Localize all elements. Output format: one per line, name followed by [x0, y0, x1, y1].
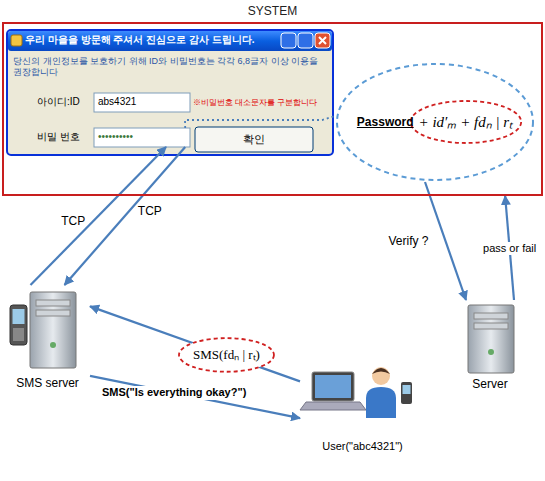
login-window: 우리 마을을 방문해 주셔서 진심으로 감사 드립니다. 당신의 개인정보를 보호… — [7, 30, 333, 155]
node-text: 당신의 개인정보를 보호하기 위해 ID와 비밀번호는 각각 6,8글자 이상 … — [13, 56, 327, 78]
illustration-part — [372, 368, 390, 374]
window-icon — [11, 35, 22, 46]
window-button — [298, 33, 313, 48]
dotted-link — [185, 116, 335, 128]
password-input: •••••••••• — [94, 128, 190, 147]
node-text: 확인 — [243, 133, 265, 146]
window-frame — [7, 30, 333, 155]
server-icon — [30, 292, 76, 368]
close-glyph — [319, 37, 326, 44]
illustration-part — [372, 367, 390, 385]
server-icon — [468, 305, 514, 373]
illustration-part — [401, 382, 412, 404]
edge-label: Verify ? — [387, 234, 431, 248]
illustration-part — [474, 313, 508, 319]
node-text: + id′ₘ + fdₙ | rₜ — [419, 113, 514, 131]
edge-label: SMS(fdₙ | rₜ) — [191, 347, 262, 363]
person-icon — [366, 367, 396, 418]
window-button — [315, 33, 330, 48]
illustration-part — [30, 292, 76, 368]
edge-label: pass or fail — [481, 242, 538, 255]
sms-server: SMS server — [5, 285, 90, 392]
user: User("abc4321") — [300, 363, 425, 455]
illustration-part — [13, 328, 24, 341]
ellipse-outline — [337, 64, 533, 180]
formula-ellipse: Password + id′ₘ + fdₙ | rₜ — [335, 62, 535, 182]
highlight-ellipse — [411, 101, 522, 143]
edge-label: TCP — [136, 204, 164, 218]
illustrations — [10, 292, 514, 418]
input-ground — [94, 128, 190, 147]
illustration-part — [36, 310, 70, 316]
system-region: SYSTEM우리 마을을 방문해 주셔서 진심으로 감사 드립니다.당신의 개인… — [2, 22, 543, 196]
node-text: abs4321 — [98, 96, 136, 108]
callout-ellipses — [179, 101, 521, 372]
verify-arrow — [425, 182, 466, 300]
node-text: Password — [357, 115, 414, 129]
sms-arrow — [90, 306, 300, 381]
illustration-part — [403, 385, 411, 394]
node-text: Server — [450, 377, 530, 391]
illustration-part — [366, 387, 396, 418]
illustration-part — [10, 305, 27, 345]
node-text: ※비밀번호 대소문자를 구분합니다 — [193, 98, 317, 108]
connectors — [31, 116, 515, 418]
illustration-part — [468, 305, 514, 373]
button-ground — [195, 127, 313, 152]
phone-icon — [10, 305, 27, 345]
node-text: 아이디:ID — [37, 96, 80, 108]
node-text: 비밀 번호 — [37, 131, 80, 143]
node-text: 우리 마을을 방문해 주셔서 진심으로 감사 드립니다. — [25, 34, 254, 46]
sms-arrow — [90, 376, 300, 418]
window-button — [281, 33, 296, 48]
edge-label: SMS("Is everything okay?") — [100, 386, 248, 399]
auth-server: Server — [450, 300, 530, 393]
node-text: SMS server — [5, 376, 90, 390]
illustration-part — [50, 342, 56, 348]
laptop-icon — [300, 372, 366, 410]
id-input: abs4321 — [94, 93, 190, 112]
illustration-part — [488, 349, 494, 355]
phone-icon — [401, 382, 412, 404]
node-text: User("abc4321") — [300, 440, 425, 453]
illustration-part — [13, 309, 25, 324]
node-text: •••••••••• — [98, 131, 133, 143]
title-bar — [8, 31, 332, 51]
edge-label: TCP — [59, 214, 87, 228]
input-ground — [94, 93, 190, 112]
illustration-part — [312, 372, 354, 401]
illustration-part — [474, 323, 508, 329]
node-text: SYSTEM — [4, 4, 541, 18]
tcp-arrow — [31, 147, 167, 285]
illustration-part — [315, 375, 351, 398]
confirm-button: 확인 — [195, 127, 313, 152]
box-grounds — [7, 30, 333, 155]
illustration-part — [36, 300, 70, 306]
highlight-ellipse — [179, 338, 274, 372]
illustration-part — [300, 402, 366, 410]
